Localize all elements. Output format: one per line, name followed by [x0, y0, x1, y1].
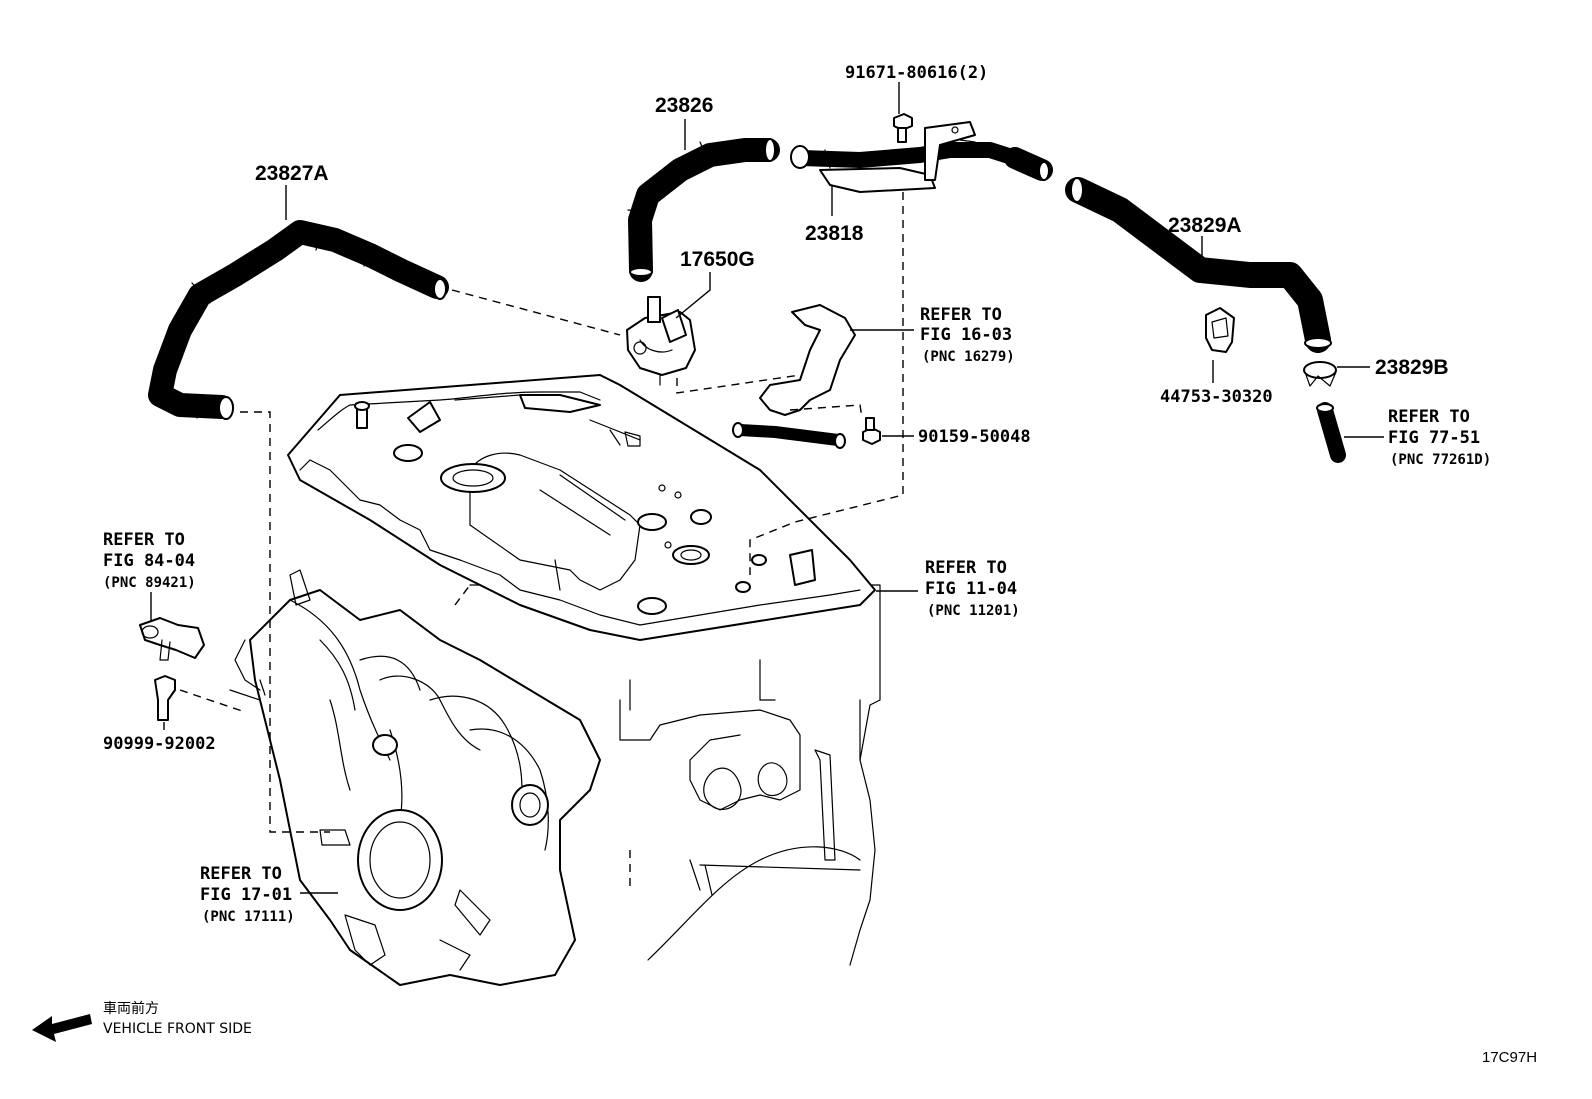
refer-84-04: REFER TO FIG 84-04 (PNC 89421)	[103, 530, 196, 591]
label-23829a: 23829A	[1168, 214, 1242, 237]
refer-77-51-line3: (PNC 77261D)	[1390, 452, 1491, 468]
label-17650g: 17650G	[680, 248, 755, 271]
refer-16-03-line3: (PNC 16279)	[922, 349, 1015, 365]
front-label-jp: 車両前方	[103, 1000, 159, 1017]
refer-11-04-line2: FIG 11-04	[925, 579, 1017, 599]
intake-manifold	[229, 569, 601, 986]
refer-77-51-line2: FIG 77-51	[1388, 428, 1480, 448]
front-label-en: VEHICLE FRONT SIDE	[103, 1021, 252, 1037]
engine-block	[454, 584, 881, 966]
label-91671-80616: 91671-80616(2)	[845, 63, 988, 83]
diagram-code: 17C97H	[1482, 1049, 1537, 1066]
label-23818: 23818	[805, 222, 864, 245]
bolt-91671	[893, 113, 913, 143]
bolt-90159	[862, 417, 881, 445]
refer-17-01-line3: (PNC 17111)	[202, 909, 295, 925]
refer-17-01-line2: FIG 17-01	[200, 885, 292, 905]
refer-11-04: REFER TO FIG 11-04 (PNC 11201)	[925, 558, 1020, 619]
leader-lines	[150, 82, 1384, 894]
refer-17-01-line1: REFER TO	[200, 864, 282, 884]
cylinder-head-cover	[287, 374, 876, 641]
label-90999-92002: 90999-92002	[103, 734, 216, 754]
part-labels: 23827A 23826 91671-80616(2) 23818 23829A…	[103, 63, 1449, 754]
refer-77-51-line1: REFER TO	[1388, 407, 1470, 427]
refer-11-04-line3: (PNC 11201)	[927, 603, 1020, 619]
hose-to-fig-77-51	[1316, 402, 1346, 463]
refer-16-03-line1: REFER TO	[920, 305, 1002, 325]
label-23827a: 23827A	[255, 162, 329, 185]
hose-23827a	[148, 220, 449, 420]
pipe-23818	[790, 121, 1053, 193]
refer-84-04-line1: REFER TO	[103, 530, 185, 550]
clip-44753	[1205, 307, 1235, 353]
label-90159-50048: 90159-50048	[918, 427, 1031, 447]
label-44753-30320: 44753-30320	[1160, 387, 1273, 407]
vsv-17650g	[626, 296, 696, 386]
clamp-23829b	[1303, 361, 1337, 387]
refer-11-04-line1: REFER TO	[925, 558, 1007, 578]
refer-84-04-line2: FIG 84-04	[103, 551, 195, 571]
refer-84-04-line3: (PNC 89421)	[103, 575, 196, 591]
hose-23826	[627, 138, 780, 282]
bracket-fig-16-03	[732, 304, 856, 449]
refer-17-01: REFER TO FIG 17-01 (PNC 17111)	[200, 864, 295, 925]
sensor-fig-84-04	[139, 617, 205, 661]
label-23829b: 23829B	[1375, 356, 1449, 379]
refer-16-03-line2: FIG 16-03	[920, 325, 1012, 345]
refer-77-51: REFER TO FIG 77-51 (PNC 77261D)	[1388, 407, 1491, 468]
vehicle-front-indicator: 車両前方 VEHICLE FRONT SIDE	[32, 1000, 252, 1042]
arrow-left-icon	[32, 1014, 92, 1042]
refer-16-03: REFER TO FIG 16-03 (PNC 16279)	[920, 305, 1015, 365]
fitting-90999	[154, 675, 176, 721]
hose-23829a	[1065, 177, 1332, 353]
label-23826: 23826	[655, 94, 713, 117]
